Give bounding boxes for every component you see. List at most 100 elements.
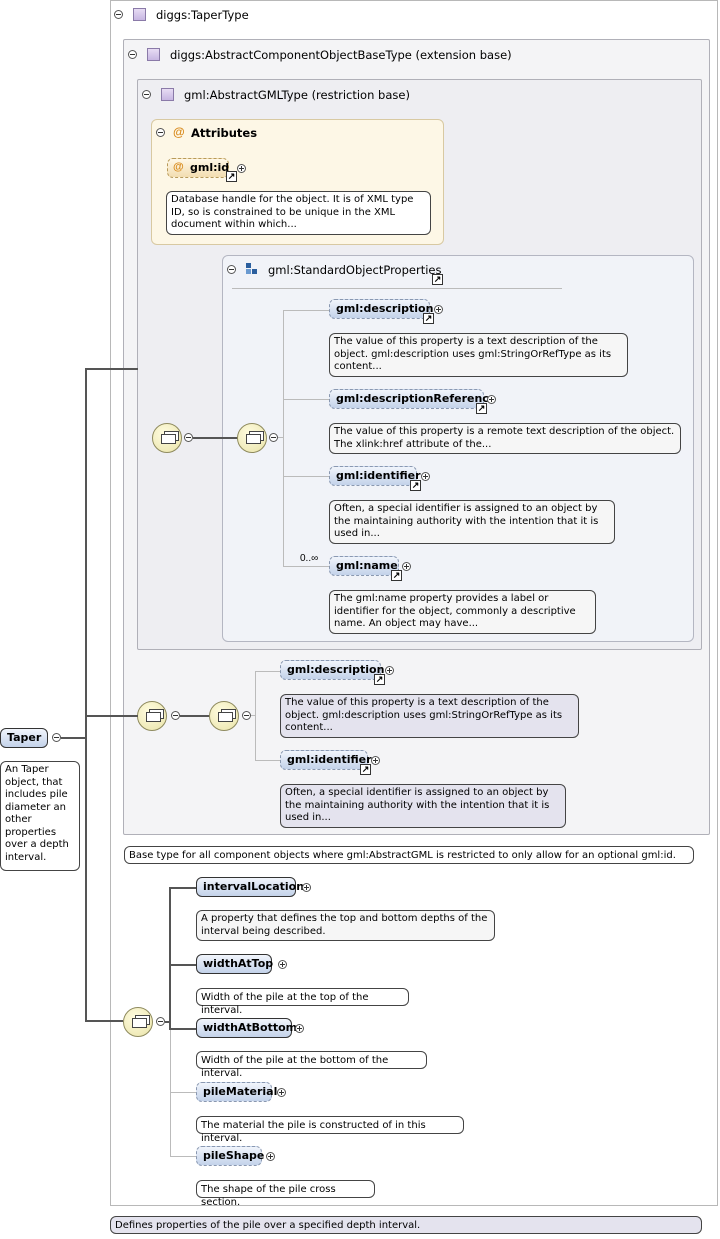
taper-root-element[interactable]: Taper xyxy=(0,728,48,748)
collapse-icon[interactable] xyxy=(156,1017,165,1026)
taper-root-doc: An Taper object, that includes pile diam… xyxy=(0,761,80,871)
connector xyxy=(283,310,329,311)
connector xyxy=(165,1021,170,1023)
complex-type-icon xyxy=(161,88,174,101)
reference-arrow-icon[interactable]: ↗ xyxy=(432,274,443,285)
reference-arrow-icon[interactable]: ↗ xyxy=(476,403,487,414)
expand-icon[interactable] xyxy=(402,562,411,571)
sequence-compositor-icon[interactable] xyxy=(152,423,182,453)
collapse-icon[interactable] xyxy=(52,733,61,742)
collapse-icon[interactable] xyxy=(156,128,165,137)
sequence-compositor-icon[interactable] xyxy=(123,1007,153,1037)
reference-arrow-icon[interactable]: ↗ xyxy=(374,674,385,685)
taper-type-doc: Defines properties of the pile over a sp… xyxy=(110,1216,702,1234)
gml-type-title: gml:AbstractGMLType (restriction base) xyxy=(184,88,410,102)
attribute-icon: @ xyxy=(173,125,185,139)
multiplicity-label: 0..∞ xyxy=(300,553,319,564)
interval-location-doc: A property that defines the top and bott… xyxy=(196,910,495,941)
sop-description-element[interactable]: gml:description xyxy=(329,299,433,319)
restricted-description-element[interactable]: gml:description xyxy=(280,660,384,680)
sop-description-reference-doc: The value of this property is a remote t… xyxy=(329,423,681,454)
base-type-doc: Base type for all component objects wher… xyxy=(124,846,694,864)
attributes-title: Attributes xyxy=(191,126,258,140)
pile-material-element[interactable]: pileMaterial xyxy=(196,1082,277,1102)
reference-arrow-icon[interactable]: ↗ xyxy=(391,570,402,581)
expand-icon[interactable] xyxy=(237,164,246,173)
collapse-icon[interactable] xyxy=(227,265,236,274)
connector xyxy=(255,671,280,672)
interval-location-element[interactable]: intervalLocation xyxy=(196,877,304,897)
width-at-top-doc: Width of the pile at the top of the inte… xyxy=(196,988,409,1016)
base-type-title: diggs:AbstractComponentObjectBaseType (e… xyxy=(170,48,512,62)
complex-type-icon xyxy=(147,48,160,61)
sequence-compositor-icon[interactable] xyxy=(209,701,239,731)
connector xyxy=(255,760,280,761)
sop-name-element[interactable]: gml:name xyxy=(329,556,399,576)
reference-arrow-icon[interactable]: ↗ xyxy=(423,313,434,324)
connector xyxy=(169,964,196,966)
expand-icon[interactable] xyxy=(302,883,311,892)
width-at-bottom-doc: Width of the pile at the bottom of the i… xyxy=(196,1051,427,1079)
expand-icon[interactable] xyxy=(277,1088,286,1097)
connector xyxy=(169,887,196,889)
pile-shape-doc: The shape of the pile cross section. xyxy=(196,1180,375,1208)
collapse-icon[interactable] xyxy=(242,711,251,720)
connector xyxy=(85,1020,123,1022)
divider xyxy=(232,288,562,289)
connector xyxy=(278,437,284,438)
pile-material-doc: The material the pile is constructed of … xyxy=(196,1116,464,1144)
restricted-identifier-element[interactable]: gml:identifier xyxy=(280,750,372,770)
attribute-icon: @ xyxy=(173,161,184,173)
expand-icon[interactable] xyxy=(385,666,394,675)
collapse-icon[interactable] xyxy=(184,433,193,442)
collapse-icon[interactable] xyxy=(269,433,278,442)
connector xyxy=(283,310,284,566)
connector xyxy=(169,887,171,1028)
expand-icon[interactable] xyxy=(434,305,443,314)
collapse-icon[interactable] xyxy=(128,50,137,59)
expand-icon[interactable] xyxy=(421,472,430,481)
connector xyxy=(85,715,138,717)
collapse-icon[interactable] xyxy=(114,10,123,19)
expand-icon[interactable] xyxy=(371,756,380,765)
connector xyxy=(283,399,329,400)
expand-icon[interactable] xyxy=(487,395,496,404)
gml-id-attribute[interactable]: gml:id xyxy=(167,158,229,178)
collapse-icon[interactable] xyxy=(171,711,180,720)
reference-arrow-icon[interactable]: ↗ xyxy=(360,764,371,775)
expand-icon[interactable] xyxy=(266,1152,275,1161)
sop-identifier-element[interactable]: gml:identifier xyxy=(329,466,421,486)
connector xyxy=(170,1156,196,1157)
sop-description-reference-element[interactable]: gml:descriptionReference xyxy=(329,389,496,409)
reference-arrow-icon[interactable]: ↗ xyxy=(410,480,421,491)
sop-identifier-doc: Often, a special identifier is assigned … xyxy=(329,500,615,544)
connector xyxy=(283,566,329,567)
collapse-icon[interactable] xyxy=(142,90,151,99)
connector xyxy=(85,368,138,370)
restricted-identifier-doc: Often, a special identifier is assigned … xyxy=(280,784,566,828)
sequence-compositor-icon[interactable] xyxy=(137,701,167,731)
connector xyxy=(180,715,210,717)
complex-type-icon xyxy=(133,8,146,21)
gml-id-doc: Database handle for the object. It is of… xyxy=(166,191,431,235)
connector xyxy=(283,476,329,477)
connector xyxy=(169,1028,196,1030)
expand-icon[interactable] xyxy=(295,1024,304,1033)
group-icon xyxy=(246,263,258,275)
sequence-compositor-icon[interactable] xyxy=(237,423,267,453)
connector xyxy=(61,737,86,739)
sop-title: gml:StandardObjectProperties xyxy=(268,263,442,277)
expand-icon[interactable] xyxy=(278,960,287,969)
sop-name-doc: The gml:name property provides a label o… xyxy=(329,590,596,634)
connector xyxy=(85,369,87,1021)
width-at-top-element[interactable]: widthAtTop xyxy=(196,954,273,974)
sop-description-doc: The value of this property is a text des… xyxy=(329,333,628,377)
width-at-bottom-element[interactable]: widthAtBottom xyxy=(196,1018,297,1038)
connector xyxy=(251,715,255,716)
pile-shape-element[interactable]: pileShape xyxy=(196,1146,264,1166)
reference-arrow-icon[interactable]: ↗ xyxy=(226,171,237,182)
connector xyxy=(255,671,256,760)
connector xyxy=(193,437,238,439)
restricted-description-doc: The value of this property is a text des… xyxy=(280,694,579,738)
connector xyxy=(170,1092,196,1093)
